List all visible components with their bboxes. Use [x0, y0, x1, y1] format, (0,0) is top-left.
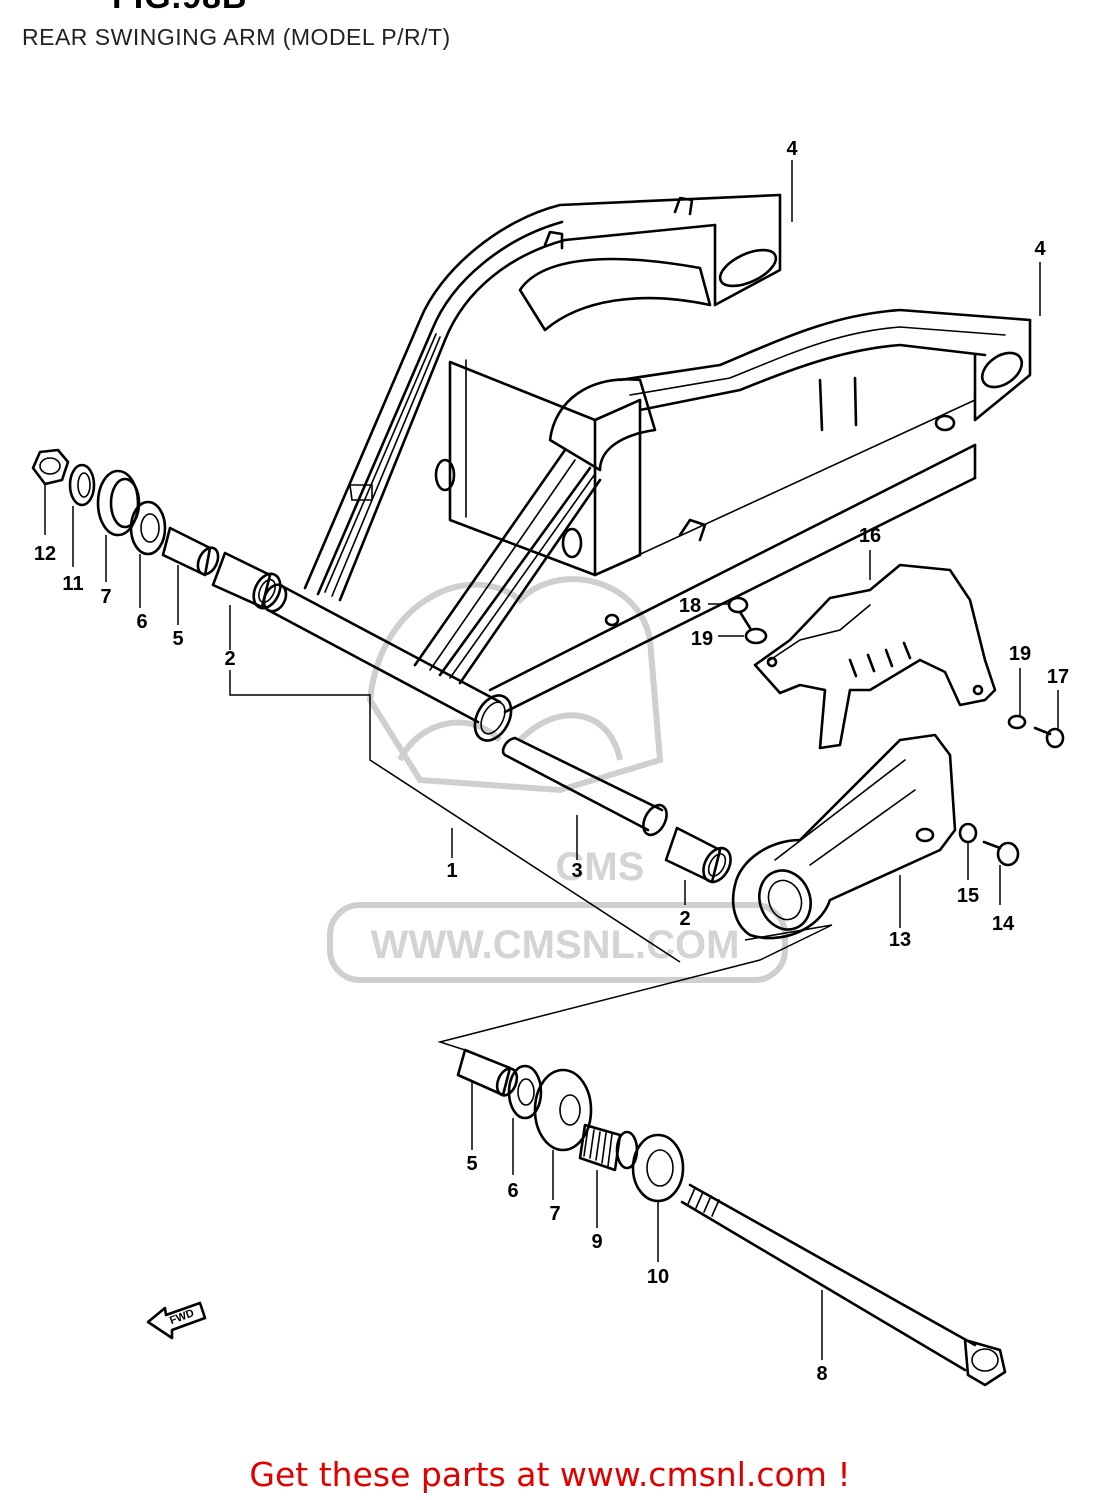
diagram-subtitle: REAR SWINGING ARM (MODEL P/R/T)	[22, 24, 451, 50]
part-5-spacer-lower	[456, 1048, 519, 1097]
part-11-washer	[68, 463, 96, 507]
callout-labels: 4 4 12 11 7 6 5 2 16 18 19 19 17 1 3 2 1…	[34, 138, 1069, 1385]
part-7-seal-lower	[533, 1068, 593, 1152]
callout-14: 14	[992, 913, 1015, 935]
callout-6-upper: 6	[136, 611, 147, 633]
callout-18: 18	[679, 595, 701, 617]
callout-4-upper-left: 4	[786, 138, 798, 160]
footer-promo-text: Get these parts at www.cmsnl.com !	[249, 1455, 851, 1494]
callout-8: 8	[816, 1363, 827, 1385]
fwd-arrow-icon: FWD	[146, 1301, 207, 1340]
callout-1: 1	[446, 860, 457, 882]
part-17-bolt	[1033, 726, 1065, 749]
part-13-link-arm	[731, 733, 957, 940]
callout-6-lower: 6	[507, 1180, 518, 1202]
callout-5-lower: 5	[466, 1153, 477, 1175]
watermark-logo-text: CMS	[556, 845, 645, 889]
callout-11: 11	[62, 573, 83, 595]
part-10-lock-nut	[631, 1133, 685, 1203]
part-14-bolt	[982, 840, 1020, 867]
leader-lines	[44, 160, 1059, 1360]
callout-16: 16	[859, 525, 881, 547]
part-7-seal	[96, 469, 141, 537]
callout-17: 17	[1047, 666, 1069, 688]
part-9-threaded-bushing	[578, 1123, 639, 1172]
callout-19-left: 19	[691, 628, 713, 650]
watermark-logo: CMS WWW.CMSNL.COM	[327, 576, 788, 983]
part-3-inner-tube	[501, 736, 668, 837]
part-12-nut	[31, 448, 70, 486]
callout-7-upper: 7	[100, 586, 111, 608]
callout-4-upper-right: 4	[1034, 238, 1046, 260]
callout-3: 3	[571, 860, 582, 882]
part-16-chain-guard	[753, 563, 997, 750]
part-2-bearing-left	[211, 551, 282, 610]
part-5-spacer	[161, 526, 220, 577]
part-8-pivot-shaft	[680, 1183, 1007, 1387]
callout-15: 15	[957, 885, 979, 907]
part-19-washer-top	[744, 627, 768, 645]
part-6-washer-lower	[507, 1064, 543, 1120]
part-15-collar	[958, 822, 978, 844]
swing-arm-part-1	[262, 193, 1032, 742]
watermark-url: WWW.CMSNL.COM	[371, 923, 740, 967]
part-2-bearing-right	[664, 826, 732, 884]
part-6-washer	[129, 500, 167, 556]
part-18-bolt	[727, 596, 752, 630]
figure-number-title: FIG.98B	[112, 0, 247, 17]
callout-10: 10	[647, 1266, 669, 1288]
exploded-parts-diagram: CMS WWW.CMSNL.COM	[31, 138, 1069, 1387]
callout-5-upper: 5	[172, 628, 183, 650]
callout-13: 13	[889, 929, 911, 951]
callout-9: 9	[591, 1231, 602, 1253]
callout-2-right: 2	[679, 908, 690, 930]
callout-7-lower: 7	[549, 1203, 560, 1225]
callout-19-right: 19	[1009, 643, 1031, 665]
callout-2-left: 2	[224, 648, 235, 670]
part-19-washer-right	[1007, 714, 1027, 730]
callout-12: 12	[34, 543, 56, 565]
